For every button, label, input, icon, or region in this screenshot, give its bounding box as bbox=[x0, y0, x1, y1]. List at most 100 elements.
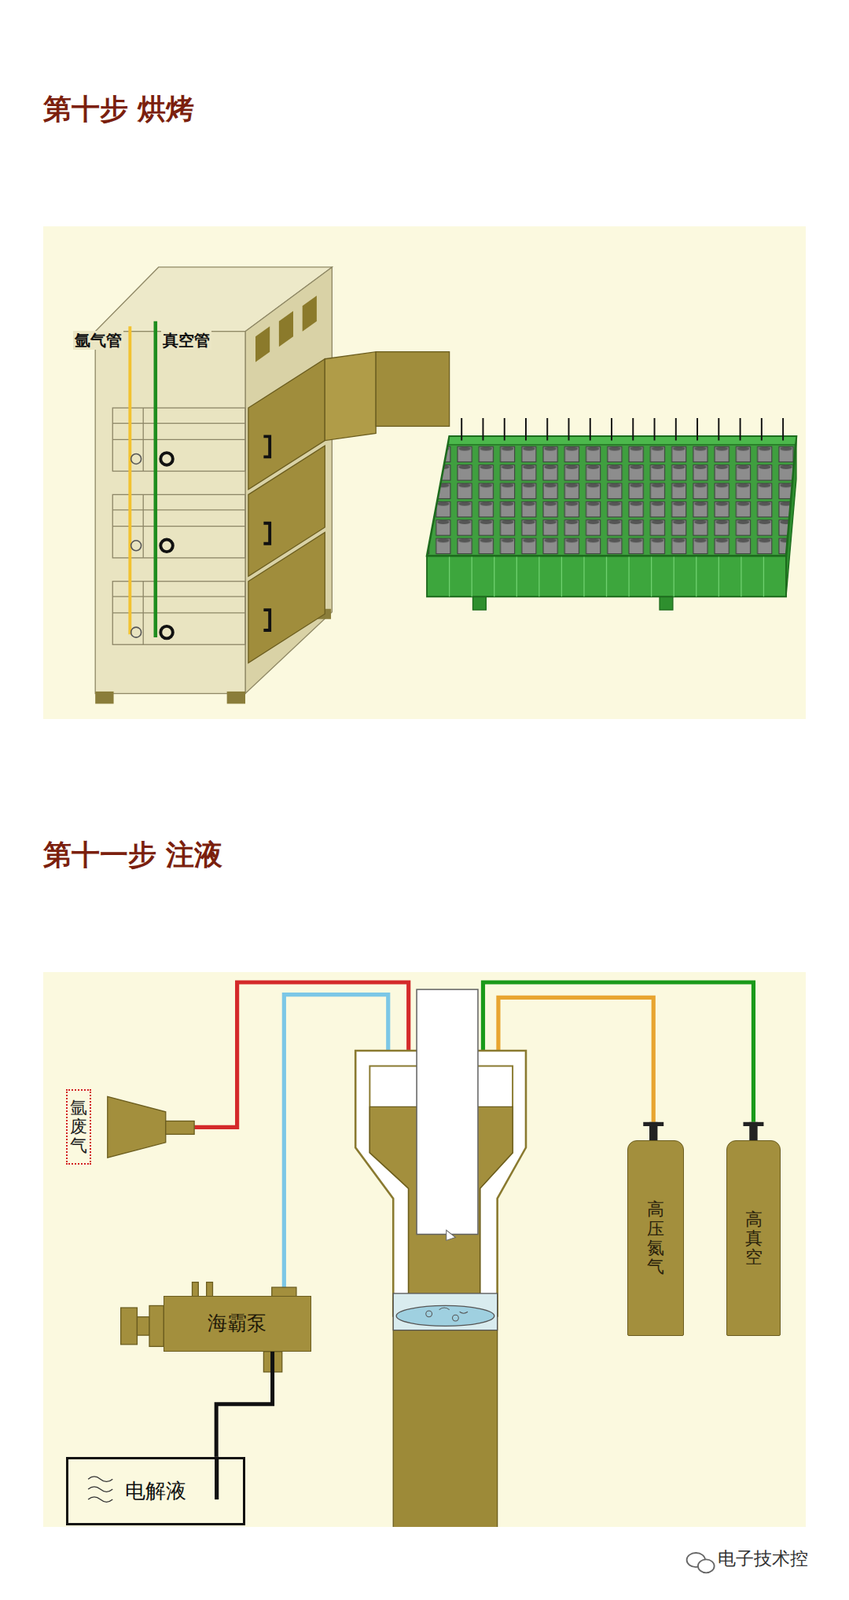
pump-parts bbox=[136, 1317, 150, 1336]
pipe bbox=[283, 995, 388, 1293]
pipe-label: 真空管 bbox=[161, 330, 212, 350]
pipe bbox=[194, 982, 754, 1500]
gas-pipes bbox=[153, 321, 158, 638]
node-text: 氩废气 bbox=[69, 1098, 88, 1157]
gas-pipes bbox=[160, 540, 173, 553]
oven-cabinet bbox=[245, 267, 332, 695]
battery-cell bbox=[438, 1308, 467, 1314]
electrolyte-wave bbox=[88, 1497, 113, 1503]
electrolyte-wave bbox=[88, 1487, 113, 1493]
oven-illustration bbox=[43, 226, 807, 720]
electrolyte-wave bbox=[88, 1477, 113, 1482]
oven-cabinet bbox=[95, 691, 114, 705]
injection-vessel bbox=[355, 989, 526, 1316]
gas-pipes bbox=[129, 321, 173, 640]
injection-vessel bbox=[445, 1230, 456, 1241]
injection-vessel bbox=[416, 989, 478, 1235]
battery-cell bbox=[393, 1293, 497, 1528]
oven-cabinet bbox=[278, 311, 293, 347]
cell-tray bbox=[448, 437, 797, 445]
watermark-icon bbox=[687, 1553, 706, 1568]
pipe-connector bbox=[216, 1352, 272, 1458]
battery-cell bbox=[396, 1306, 495, 1327]
gas-pipes bbox=[160, 452, 173, 466]
cell-tray bbox=[659, 558, 673, 611]
injection-illustration bbox=[43, 972, 807, 1528]
cell-tray bbox=[426, 555, 787, 597]
pipe bbox=[482, 982, 754, 1123]
oven-drawer bbox=[112, 495, 246, 559]
oven-drawer bbox=[112, 495, 246, 559]
cylinder-valve bbox=[749, 1122, 758, 1144]
injection-vessel bbox=[369, 1065, 513, 1298]
gas-pipes bbox=[130, 540, 141, 552]
step-panel: 第十一步 注液氩废气海霸泵电解液高压氮气高真空 bbox=[43, 972, 807, 1528]
step-heading: 第十一步 注液 bbox=[43, 837, 224, 872]
gas-cylinder: 高真空 bbox=[726, 1140, 781, 1337]
pump-parts bbox=[205, 1282, 213, 1298]
pipe bbox=[194, 982, 409, 1128]
gas-pipes bbox=[130, 454, 141, 465]
pump-body: 海霸泵 bbox=[163, 1296, 312, 1353]
node-text: 海霸泵 bbox=[207, 1312, 267, 1336]
cylinder-valve bbox=[742, 1122, 764, 1127]
oven-cabinet bbox=[95, 267, 332, 332]
pipe bbox=[214, 1457, 219, 1501]
oven-door bbox=[247, 352, 449, 664]
gas-pipes bbox=[160, 626, 173, 640]
exhaust-horn bbox=[106, 1096, 194, 1158]
pump-parts bbox=[263, 1352, 282, 1373]
cell-tray bbox=[426, 418, 797, 611]
cell-tray bbox=[461, 418, 783, 442]
gas-pipes bbox=[128, 326, 132, 635]
pump-parts bbox=[191, 1282, 199, 1298]
exhaust-label-box: 氩废气 bbox=[66, 1089, 92, 1166]
pump-parts bbox=[120, 1308, 137, 1346]
oven-door bbox=[247, 359, 324, 490]
cell-tray bbox=[472, 558, 486, 611]
step-heading: 第十步 烘烤 bbox=[43, 91, 195, 126]
oven-drawer bbox=[112, 407, 246, 471]
exhaust-horn bbox=[165, 1121, 194, 1136]
electrolyte-tank: 电解液 bbox=[66, 1457, 245, 1526]
exhaust-horn bbox=[106, 1096, 166, 1158]
cylinder-valve bbox=[643, 1122, 764, 1144]
oven-drawer bbox=[112, 407, 246, 471]
node-text: 高真空 bbox=[745, 1210, 763, 1268]
cell-tray bbox=[426, 437, 797, 557]
cylinder-valve bbox=[649, 1122, 658, 1144]
injection-vessel bbox=[369, 1106, 513, 1298]
oven-drawer bbox=[112, 581, 246, 645]
oven-door bbox=[375, 352, 449, 427]
oven-door bbox=[263, 437, 270, 632]
oven-cabinet bbox=[301, 295, 317, 331]
watermark-icon bbox=[698, 1559, 715, 1574]
cell-tray bbox=[786, 437, 797, 598]
oven-drawer bbox=[112, 407, 246, 645]
cylinder-valve bbox=[643, 1122, 664, 1127]
gas-pipes bbox=[130, 627, 141, 638]
cell-tray bbox=[769, 555, 783, 597]
pipe bbox=[497, 998, 653, 1123]
oven-door bbox=[247, 445, 324, 577]
step-panel: 第十步 烘烤 bbox=[43, 226, 807, 720]
injection-vessel bbox=[355, 1051, 526, 1316]
battery-cell bbox=[393, 1301, 497, 1528]
oven-cabinet bbox=[95, 267, 332, 705]
pipe-label: 氩气管 bbox=[73, 330, 124, 350]
oven-cabinet bbox=[316, 609, 331, 620]
oven-cabinet bbox=[226, 691, 245, 705]
battery-cell bbox=[425, 1311, 432, 1318]
oven-drawer bbox=[112, 581, 246, 645]
oven-door bbox=[247, 532, 324, 664]
watermark: 电子技术控 bbox=[716, 1548, 810, 1571]
battery-cell bbox=[393, 1293, 497, 1331]
oven-door bbox=[324, 352, 376, 442]
pump-parts bbox=[149, 1306, 164, 1348]
battery-cell bbox=[452, 1315, 459, 1322]
oven-cabinet bbox=[95, 331, 246, 695]
cell-tray bbox=[448, 555, 764, 597]
electrolyte-wave bbox=[88, 1477, 113, 1503]
